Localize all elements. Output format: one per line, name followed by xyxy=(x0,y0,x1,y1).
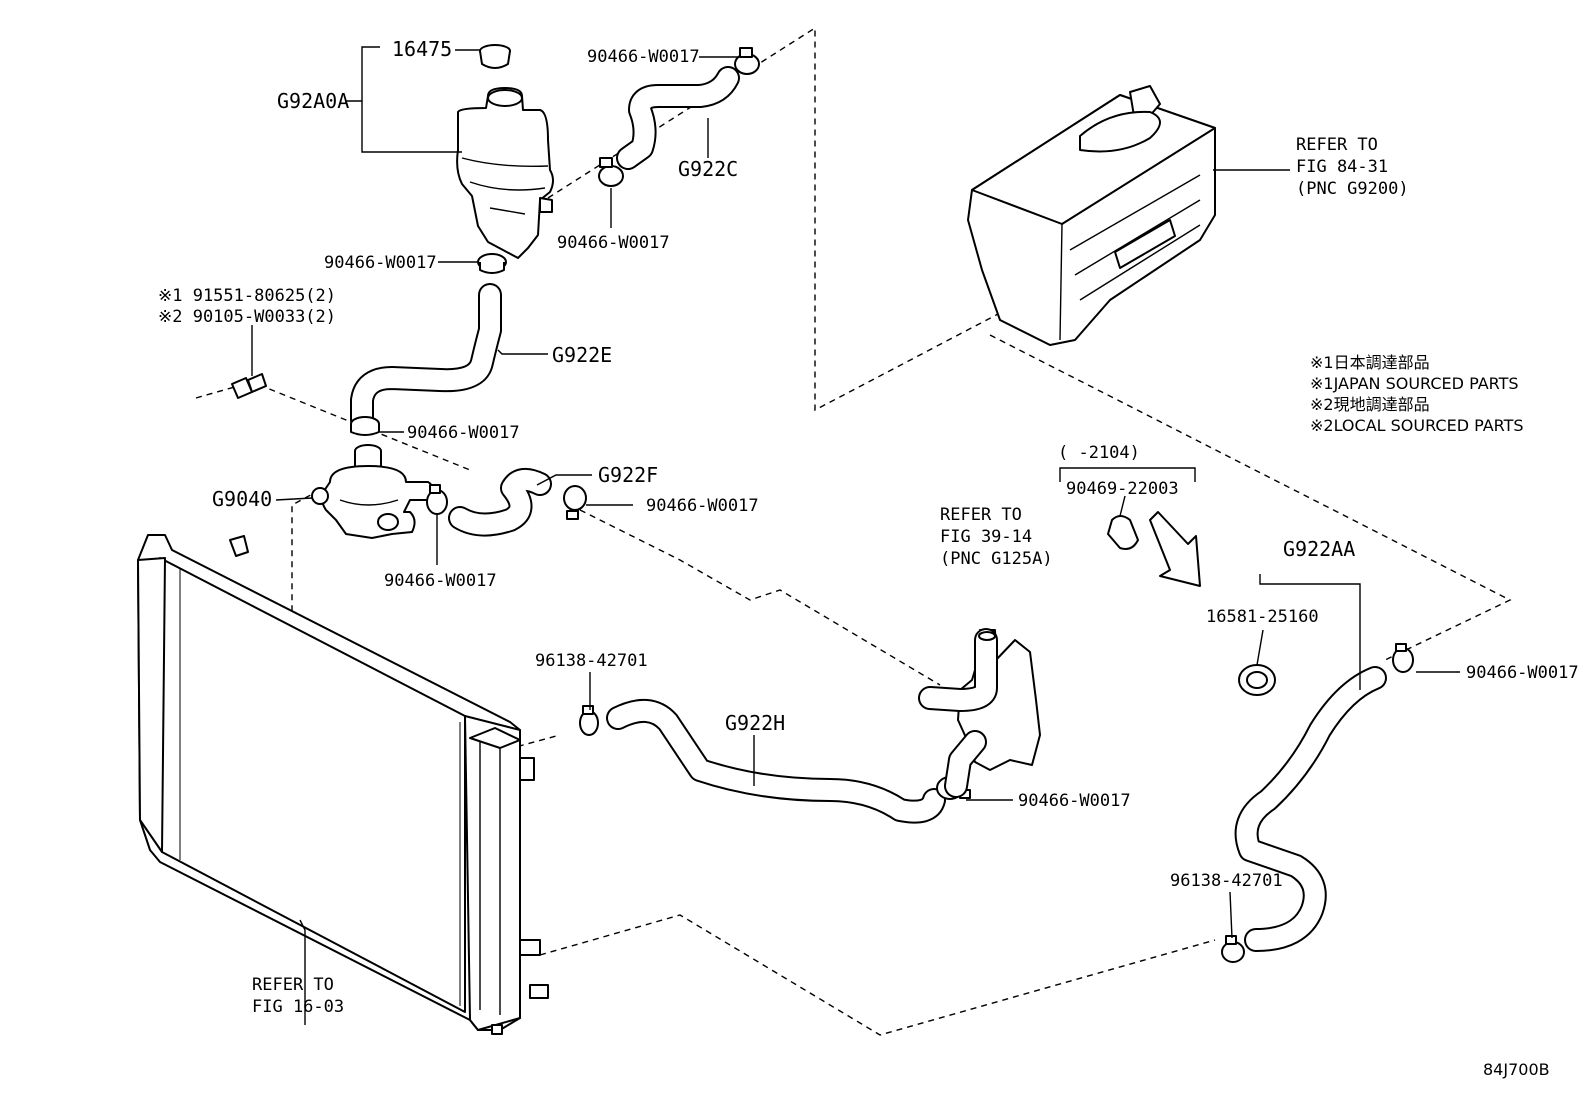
hose-clip xyxy=(1107,515,1139,550)
part-labels: 16475 G92A0A 90466-W0017 G922C 90466-W00… xyxy=(158,37,1579,1079)
note-1: ※1日本調達部品 xyxy=(1310,353,1430,372)
clamp-h-left xyxy=(579,705,599,736)
label-clamp-pump-side: 90466-W0017 xyxy=(384,571,497,591)
radiator xyxy=(137,534,549,1035)
clamp-reservoir-low xyxy=(477,253,507,274)
source-notes: ※1日本調達部品 ※1JAPAN SOURCED PARTS ※2現地調達部品 … xyxy=(1310,353,1524,435)
label-pump: G9040 xyxy=(212,487,272,511)
label-clamp-f-right: 90466-W0017 xyxy=(646,496,759,516)
clamp-aa-top xyxy=(1392,643,1414,673)
reservoir-cap xyxy=(479,44,511,69)
label-clamp-res-low: 90466-W0017 xyxy=(324,253,437,273)
label-refer-cooler-1: REFER TO xyxy=(940,505,1022,525)
clamp-pump-top xyxy=(350,416,380,436)
note-2: ※1JAPAN SOURCED PARTS xyxy=(1310,374,1519,393)
hose-g922h xyxy=(606,699,946,824)
label-refer-cooler-3: (PNC G125A) xyxy=(940,549,1053,569)
label-hose-e: G922E xyxy=(552,343,612,367)
label-clamp-aa-top: 90466-W0017 xyxy=(1466,663,1579,683)
label-bolt-1: ※1 91551-80625(2) xyxy=(158,286,336,306)
direction-arrow xyxy=(1149,511,1201,587)
label-cap: 16475 xyxy=(392,37,452,61)
label-hose-c: G922C xyxy=(678,157,738,181)
label-hose-f: G922F xyxy=(598,463,658,487)
leader-lines xyxy=(251,46,1460,1025)
label-refer-radiator-2: FIG 16-03 xyxy=(252,997,344,1017)
label-clamp-top: 90466-W0017 xyxy=(587,47,700,67)
label-diagram-id: 84J700B xyxy=(1483,1060,1550,1079)
hose-g922e xyxy=(350,283,502,432)
label-date-range: ( -2104) xyxy=(1058,443,1140,463)
label-hose-h: G922H xyxy=(725,711,785,735)
label-refer-radiator-1: REFER TO xyxy=(252,975,334,995)
hose-g922f xyxy=(448,467,552,537)
clamp-c-top xyxy=(734,47,760,75)
label-refer-cooler-2: FIG 39-14 xyxy=(940,527,1032,547)
clamp-pump-side xyxy=(426,484,448,515)
label-clip-aa: 16581-25160 xyxy=(1206,607,1319,627)
label-bolt-2: ※2 90105-W0033(2) xyxy=(158,307,336,327)
clamp-f-right xyxy=(563,485,587,520)
label-refer-inverter-2: FIG 84-31 xyxy=(1296,157,1388,177)
label-clamp-c-low: 90466-W0017 xyxy=(557,233,670,253)
hose-g922c xyxy=(616,66,740,170)
note-3: ※2現地調達部品 xyxy=(1310,395,1430,414)
label-clip-part: 90469-22003 xyxy=(1066,479,1179,499)
hose-g922aa xyxy=(1234,666,1387,952)
label-hose-aa: G922AA xyxy=(1283,537,1355,561)
clamp-c-low xyxy=(598,157,624,187)
inverter-assembly xyxy=(967,85,1216,346)
note-4: ※2LOCAL SOURCED PARTS xyxy=(1310,416,1524,435)
label-refer-inverter-3: (PNC G9200) xyxy=(1296,179,1409,199)
clamp-aa-low xyxy=(1221,935,1245,963)
label-clamp-h-left: 96138-42701 xyxy=(535,651,648,671)
label-clamp-aa-low: 96138-42701 xyxy=(1170,871,1283,891)
label-refer-inverter-1: REFER TO xyxy=(1296,135,1378,155)
label-clamp-cooler-low: 90466-W0017 xyxy=(1018,791,1131,811)
water-pump xyxy=(311,444,434,539)
bolt xyxy=(231,373,267,399)
label-clamp-pump-top: 90466-W0017 xyxy=(407,423,520,443)
transaxle-oil-cooler xyxy=(918,628,1041,798)
coolant-reservoir xyxy=(456,87,554,259)
clip-aa xyxy=(1238,664,1276,696)
label-reservoir: G92A0A xyxy=(277,89,349,113)
